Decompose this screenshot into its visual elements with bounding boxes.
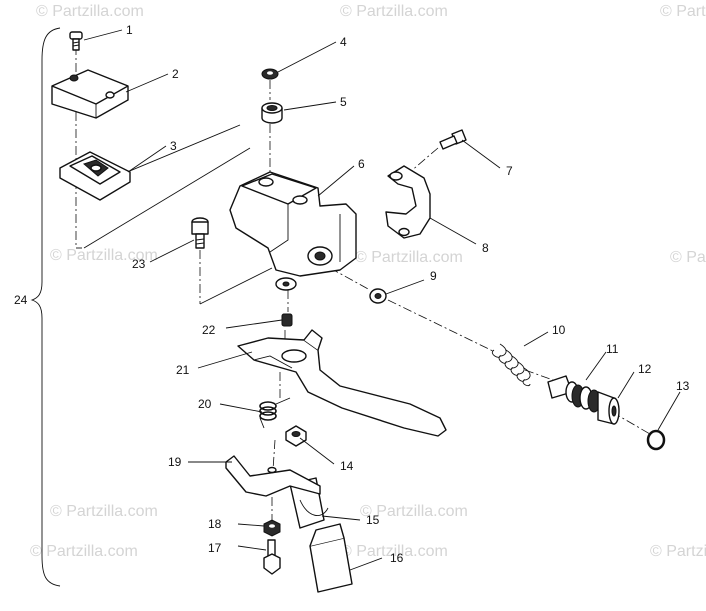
assembly-brace — [30, 27, 61, 587]
watermark: © Partzilla.com — [360, 503, 468, 520]
part-19-bracket — [225, 455, 321, 497]
part-11-piston — [547, 375, 601, 413]
callout-24: 24 — [14, 293, 28, 307]
part-17-screw — [263, 539, 281, 575]
watermark: © Partzilla.com — [340, 3, 448, 20]
watermark: © Partzilla.com — [50, 503, 158, 520]
part-1-screw — [69, 31, 83, 51]
part-18-nut — [263, 519, 281, 537]
part-7-bolt — [439, 129, 467, 150]
part-3-diaphragm — [59, 151, 131, 201]
callout-15: 15 — [366, 513, 380, 527]
part-10-spring — [491, 343, 531, 387]
callout-14: 14 — [340, 459, 354, 473]
callout-3: 3 — [170, 139, 177, 153]
callout-9: 9 — [430, 269, 437, 283]
watermark: © Partzilla.com — [660, 3, 706, 20]
callout-21: 21 — [176, 363, 190, 377]
callout-20: 20 — [198, 397, 212, 411]
callouts: 1 2 3 4 5 6 7 8 9 10 11 12 13 14 15 16 1… — [14, 23, 690, 565]
callout-22: 22 — [202, 323, 216, 337]
part-12-sleeve — [597, 391, 620, 425]
callout-16: 16 — [390, 551, 404, 565]
callout-7: 7 — [506, 164, 513, 178]
watermark: © Partzilla.com — [50, 247, 158, 264]
watermark: © Partzilla.com — [355, 249, 463, 266]
part-5-sight-glass — [261, 102, 283, 124]
callout-1: 1 — [126, 23, 133, 37]
callout-4: 4 — [340, 35, 347, 49]
callout-6: 6 — [358, 157, 365, 171]
part-8-clamp — [385, 165, 431, 239]
callout-12: 12 — [638, 362, 652, 376]
callout-23: 23 — [132, 257, 146, 271]
callout-10: 10 — [552, 323, 566, 337]
watermark: © Partzilla.com — [650, 543, 706, 560]
callout-13: 13 — [676, 379, 690, 393]
callout-5: 5 — [340, 95, 347, 109]
callout-11: 11 — [606, 342, 619, 356]
part-20-torsion-spring — [259, 397, 291, 429]
leader-lines — [83, 29, 681, 571]
part-4-washer — [261, 68, 279, 80]
callout-2: 2 — [172, 67, 179, 81]
callout-17: 17 — [208, 541, 222, 555]
part-13-circlip — [646, 429, 666, 451]
part-2-cover — [51, 69, 129, 119]
callout-8: 8 — [482, 241, 489, 255]
center-lines — [75, 46, 651, 520]
part-23-pivot-bolt — [191, 217, 209, 249]
watermarks: © Partzilla.com © Partzilla.com © Partzi… — [30, 3, 706, 560]
watermark: © Partzilla.com — [30, 543, 138, 560]
part-16-switch-housing — [309, 523, 353, 593]
watermark: © Partzilla.com — [36, 3, 144, 20]
watermark: © Partzilla.com — [340, 543, 448, 560]
part-21-brake-lever — [237, 329, 447, 437]
watermark: © Partzilla.com — [670, 249, 706, 266]
part-14-nut — [285, 425, 307, 447]
part-9-washer — [369, 288, 387, 304]
callout-19: 19 — [168, 455, 182, 469]
callout-18: 18 — [208, 517, 222, 531]
part-22-bushing — [281, 313, 293, 327]
part-6-master-cylinder — [229, 171, 357, 291]
